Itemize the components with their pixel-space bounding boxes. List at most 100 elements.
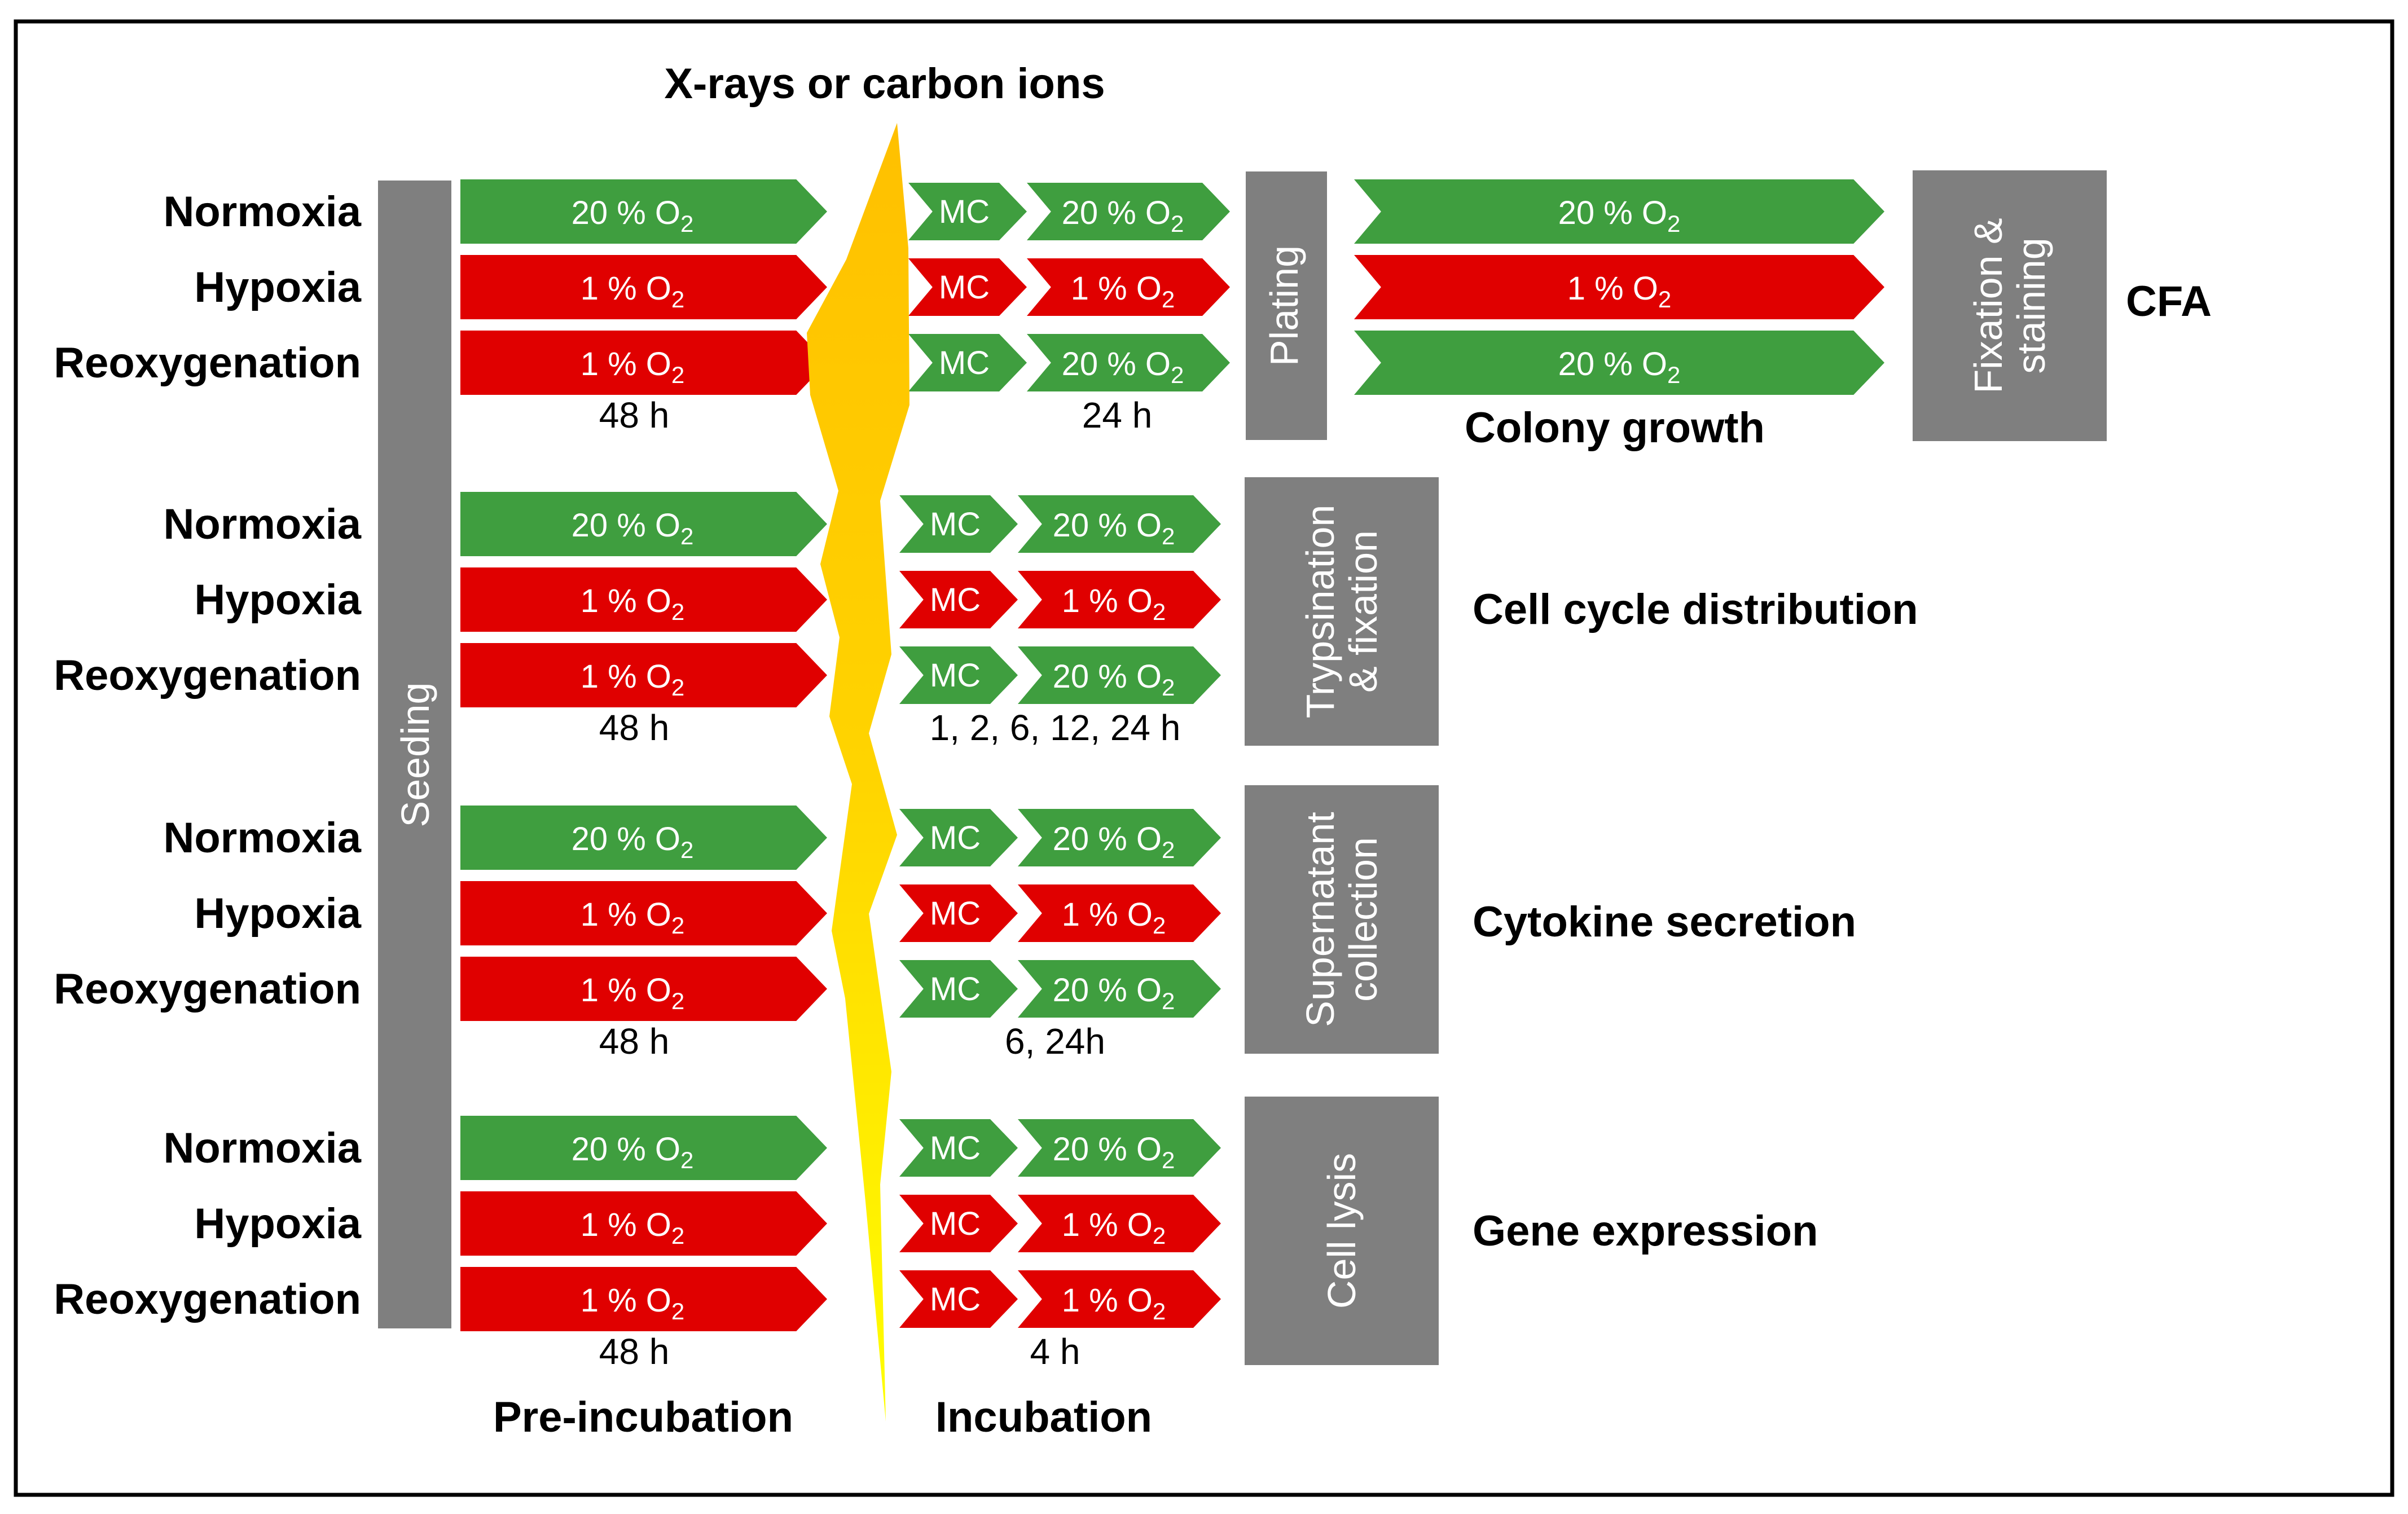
mc-label: MC <box>930 971 981 1007</box>
colony-o2-label-value: 20 % O <box>1558 195 1667 231</box>
post-o2-label-subscript: 2 <box>1162 988 1175 1014</box>
condition-label-reoxygenation: Reoxygenation <box>54 1275 361 1323</box>
post-incubation-arrow <box>1018 960 1221 1018</box>
colony-o2-label-value: 20 % O <box>1558 346 1667 382</box>
post-o2-label: 1 % O2 <box>1071 270 1175 313</box>
colony-o2-label-subscript: 2 <box>1667 210 1680 237</box>
pre-incubation-arrow <box>460 643 827 707</box>
post-o2-label-value: 1 % O <box>1062 1207 1153 1243</box>
mc-arrow <box>899 1119 1018 1177</box>
post-o2-label-value: 1 % O <box>1062 1282 1153 1319</box>
incubation-duration: 6, 24h <box>1005 1021 1105 1062</box>
mc-arrow <box>899 1195 1018 1252</box>
cell-lysis-label: Cell lysis <box>1320 1153 1364 1309</box>
post-o2-label-value: 20 % O <box>1053 658 1162 695</box>
condition-label-hypoxia: Hypoxia <box>194 263 361 311</box>
pre-o2-label: 1 % O2 <box>581 658 685 701</box>
pre-o2-label: 20 % O2 <box>572 195 694 237</box>
condition-label-hypoxia: Hypoxia <box>194 1200 361 1248</box>
pre-o2-label-value: 20 % O <box>572 507 680 544</box>
mc-label: MC <box>930 1130 981 1167</box>
post-o2-label-subscript: 2 <box>1162 523 1175 549</box>
condition-label-hypoxia: Hypoxia <box>194 890 361 938</box>
mc-arrow <box>908 183 1027 240</box>
post-incubation-arrow <box>1018 1270 1221 1328</box>
post-incubation-arrow <box>1018 495 1221 553</box>
post-o2-label-value: 20 % O <box>1053 507 1162 544</box>
colony-o2-label-value: 1 % O <box>1567 270 1658 307</box>
outer-frame <box>14 19 2394 1497</box>
post-o2-label-value: 20 % O <box>1053 972 1162 1009</box>
colony-o2-label: 20 % O2 <box>1558 195 1681 237</box>
pre-incubation-arrow <box>460 1267 827 1331</box>
post-o2-label: 1 % O2 <box>1062 1207 1166 1249</box>
post-o2-label: 20 % O2 <box>1053 821 1175 863</box>
pre-o2-label-subscript: 2 <box>671 988 684 1014</box>
pre-o2-label-value: 20 % O <box>572 821 680 857</box>
mc-arrow <box>899 646 1018 704</box>
mc-arrow <box>899 960 1018 1018</box>
seeding-bar <box>378 181 451 1328</box>
pre-o2-label-subscript: 2 <box>680 210 693 237</box>
trypsination-label-line: & fixation <box>1341 530 1385 693</box>
condition-label-normoxia: Normoxia <box>163 188 361 236</box>
pre-incubation-arrow <box>460 567 827 632</box>
colony-growth-label: Colony growth <box>1465 404 1765 452</box>
trypsination-box <box>1245 477 1439 746</box>
fixation-staining-label: Fixation &staining <box>1966 218 2053 393</box>
post-o2-label-value: 20 % O <box>1062 195 1171 231</box>
cell-lysis-box <box>1245 1097 1439 1365</box>
colony-o2-label-subscript: 2 <box>1658 286 1671 313</box>
trypsination-label-line: Trypsination <box>1298 505 1342 719</box>
post-o2-label-value: 1 % O <box>1062 583 1153 619</box>
post-o2-label: 1 % O2 <box>1062 896 1166 939</box>
pre-o2-label-value: 1 % O <box>581 270 671 307</box>
post-o2-label-subscript: 2 <box>1162 674 1175 701</box>
condition-label-reoxygenation: Reoxygenation <box>54 652 361 699</box>
pre-o2-label-subscript: 2 <box>671 674 684 701</box>
pre-o2-label-value: 1 % O <box>581 896 671 933</box>
pre-o2-label-subscript: 2 <box>671 912 684 939</box>
mc-arrow <box>899 495 1018 553</box>
pre-incubation-label: Pre-incubation <box>493 1393 793 1441</box>
post-o2-label-value: 20 % O <box>1053 821 1162 857</box>
pre-o2-label-subscript: 2 <box>671 598 684 625</box>
pre-o2-label-value: 20 % O <box>572 1131 680 1168</box>
assay-cell-cycle: Cell cycle distribution <box>1473 586 1918 633</box>
post-o2-label-subscript: 2 <box>1171 210 1184 237</box>
pre-o2-label: 20 % O2 <box>572 821 694 863</box>
post-o2-label-value: 1 % O <box>1062 896 1153 933</box>
mc-label: MC <box>930 1281 981 1318</box>
pre-o2-label: 1 % O2 <box>581 270 685 313</box>
pre-incubation-arrow <box>460 1116 827 1180</box>
fixation-staining-box <box>1913 170 2107 441</box>
colony-o2-label: 20 % O2 <box>1558 346 1681 388</box>
post-incubation-arrow <box>1018 1195 1221 1252</box>
post-o2-label: 20 % O2 <box>1053 507 1175 549</box>
arrows-layer <box>460 179 1884 1331</box>
pre-incubation-duration: 48 h <box>599 1021 670 1062</box>
condition-label-reoxygenation: Reoxygenation <box>54 965 361 1013</box>
mc-arrow <box>908 258 1027 316</box>
bolt-layer <box>807 123 909 1421</box>
mc-label: MC <box>930 820 981 856</box>
pre-incubation-arrow <box>460 331 827 395</box>
pre-o2-label-value: 1 % O <box>581 583 671 619</box>
pre-o2-label-subscript: 2 <box>671 362 684 388</box>
pre-o2-label: 1 % O2 <box>581 1207 685 1249</box>
pre-o2-label: 1 % O2 <box>581 972 685 1014</box>
post-incubation-arrow <box>1018 884 1221 942</box>
post-o2-label-value: 1 % O <box>1071 270 1162 307</box>
assay-cytokine: Cytokine secretion <box>1473 898 1856 946</box>
pre-o2-label-value: 1 % O <box>581 1282 671 1319</box>
post-o2-label: 1 % O2 <box>1062 1282 1166 1324</box>
colony-o2-label: 1 % O2 <box>1567 270 1672 313</box>
incubation-duration: 4 h <box>1030 1331 1080 1372</box>
pre-incubation-arrow <box>460 881 827 945</box>
radiation-title: X-rays or carbon ions <box>664 60 1105 108</box>
pre-o2-label: 20 % O2 <box>572 1131 694 1173</box>
condition-label-hypoxia: Hypoxia <box>194 576 361 624</box>
post-o2-label-value: 20 % O <box>1062 346 1171 382</box>
pre-o2-label: 1 % O2 <box>581 346 685 388</box>
mc-arrow <box>899 1270 1018 1328</box>
